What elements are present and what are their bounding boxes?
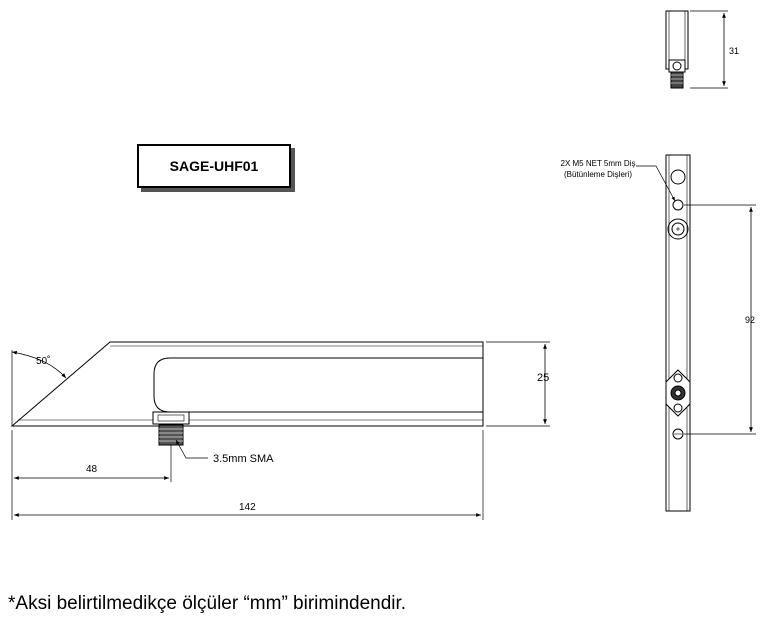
front-view xyxy=(10,341,550,520)
top-view xyxy=(665,10,728,89)
top-view-connector-icon xyxy=(672,61,682,71)
dim-side-height: 25 xyxy=(537,372,549,384)
m5-thread-hole-top xyxy=(672,199,684,211)
m5-thread-hole-bottom xyxy=(672,428,684,440)
connector-label: 3.5mm SMA xyxy=(213,453,274,465)
front-view-connector xyxy=(152,411,190,446)
side-view xyxy=(636,154,756,512)
mounting-boss xyxy=(667,218,689,240)
dim-connector-offset: 48 xyxy=(86,464,98,475)
dim-top-height: 31 xyxy=(729,46,739,56)
product-title: SAGE-UHF01 xyxy=(137,144,291,188)
dim-angle: 50˚ xyxy=(36,355,50,367)
thread-label-line1: 2X M5 NET 5mm Diş xyxy=(561,159,636,168)
thread-label-line2: (Bütünleme Dişleri) xyxy=(564,170,632,179)
front-view-body xyxy=(10,341,484,427)
dim-total-length: 142 xyxy=(239,502,256,513)
front-view-slot xyxy=(153,357,483,413)
side-view-body xyxy=(665,154,691,512)
dim-hole-spacing: 92 xyxy=(745,315,755,325)
units-footnote: *Aksi belirtilmedikçe ölçüler “mm” birim… xyxy=(8,593,407,614)
side-view-connector xyxy=(665,369,691,417)
upper-hole xyxy=(670,169,686,185)
top-view-connector-thread xyxy=(670,71,684,89)
